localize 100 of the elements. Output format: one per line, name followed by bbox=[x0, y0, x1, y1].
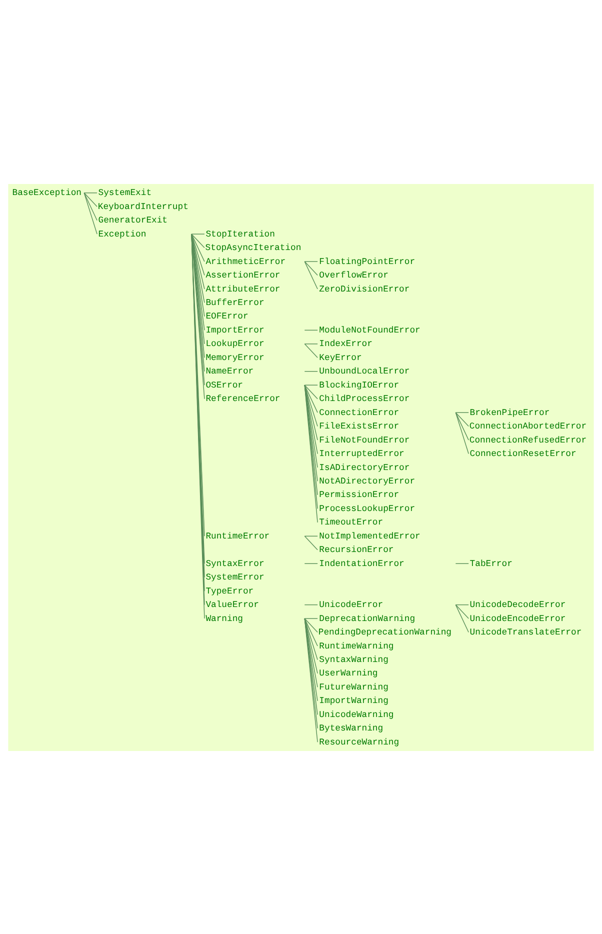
node-text: ReferenceError bbox=[206, 394, 280, 404]
node-text: ConnectionError bbox=[319, 407, 400, 418]
node-text: AssertionError bbox=[206, 270, 280, 280]
node-text: RecursionError bbox=[319, 544, 394, 555]
connector bbox=[455, 604, 469, 632]
node-text: EOFError bbox=[206, 311, 248, 322]
node-text: InterruptedError bbox=[319, 448, 404, 459]
node-text: ModuleNotFoundError bbox=[319, 324, 420, 335]
node-text: OverflowError bbox=[319, 270, 388, 280]
node-text: SyntaxWarning bbox=[319, 654, 388, 664]
node-text: TabError bbox=[470, 558, 512, 568]
node-text: ImportWarning bbox=[319, 696, 388, 706]
node-text: BaseException bbox=[12, 188, 82, 198]
node-text: OSError bbox=[206, 380, 243, 390]
connector bbox=[304, 384, 318, 385]
node-text: LookupError bbox=[206, 338, 264, 349]
node-text: IndentationError bbox=[319, 558, 404, 568]
connector bbox=[84, 192, 98, 234]
connector bbox=[191, 233, 205, 234]
connector bbox=[455, 412, 469, 426]
connector bbox=[304, 535, 318, 536]
connector bbox=[304, 604, 318, 605]
node-text: ConnectionResetError bbox=[470, 448, 576, 459]
node-text: Exception bbox=[98, 228, 146, 239]
node-text: StopAsyncIteration bbox=[205, 242, 302, 253]
node-text: BytesWarning bbox=[319, 723, 384, 734]
node-text: KeyError bbox=[319, 352, 362, 362]
connector bbox=[304, 384, 318, 426]
node-text: MemoryError bbox=[206, 352, 264, 362]
node-text: BrokenPipeError bbox=[470, 407, 550, 418]
connector bbox=[304, 384, 318, 399]
connector bbox=[304, 260, 318, 262]
node-text: UnicodeTranslateError bbox=[470, 627, 582, 638]
connector bbox=[304, 260, 318, 289]
node-text: IndexError bbox=[319, 338, 372, 349]
node-text: FileExistsError bbox=[319, 421, 400, 432]
node-text: ImportError bbox=[206, 324, 264, 335]
node-text: UnboundLocalError bbox=[319, 366, 410, 376]
connector bbox=[304, 618, 318, 632]
node-text: SyntaxError bbox=[206, 558, 264, 568]
node-text: TypeError bbox=[206, 586, 254, 596]
node-text: Warning bbox=[206, 613, 243, 624]
connector bbox=[304, 370, 318, 372]
node-text: FileNotFoundError bbox=[319, 434, 410, 445]
node-text: UnicodeError bbox=[319, 600, 384, 610]
connector bbox=[304, 384, 318, 440]
connector bbox=[304, 384, 318, 412]
connector bbox=[304, 535, 318, 550]
connector bbox=[455, 412, 469, 454]
node-text: NameError bbox=[206, 366, 254, 376]
connector bbox=[455, 604, 469, 618]
node-text: NotImplementedError bbox=[319, 530, 420, 541]
node-text: ConnectionAbortedError bbox=[469, 421, 587, 432]
connector bbox=[304, 618, 318, 688]
node-text: PendingDeprecationWarning bbox=[318, 627, 452, 638]
connector bbox=[304, 343, 318, 344]
node-text: BlockingIOError bbox=[319, 380, 400, 390]
connector bbox=[304, 260, 318, 276]
connector bbox=[304, 329, 318, 330]
node-text: ProcessLookupError bbox=[319, 503, 416, 514]
node-text: SystemError bbox=[206, 572, 264, 582]
connector bbox=[84, 192, 98, 220]
node-text: UnicodeDecodeError bbox=[470, 600, 566, 610]
node-text: KeyboardInterrupt bbox=[98, 201, 188, 212]
node-text: BufferError bbox=[206, 297, 264, 308]
node-text: AttributeError bbox=[206, 284, 280, 294]
connector bbox=[455, 562, 469, 564]
connector bbox=[304, 618, 318, 646]
node-text: ArithmeticError bbox=[206, 256, 286, 266]
node-text: UnicodeWarning bbox=[319, 709, 394, 720]
connector bbox=[304, 618, 318, 674]
connector bbox=[191, 233, 205, 262]
node-text: UnicodeEncodeError bbox=[470, 613, 566, 624]
connector bbox=[455, 604, 469, 605]
node-text: NotADirectoryError bbox=[319, 476, 416, 486]
node-text: RuntimeWarning bbox=[319, 640, 394, 651]
node-text: IsADirectoryError bbox=[319, 462, 410, 472]
node-text: ValueError bbox=[206, 600, 259, 610]
connector bbox=[84, 192, 98, 206]
connector bbox=[304, 384, 318, 454]
node-text: ZeroDivisionError bbox=[319, 284, 410, 294]
connector bbox=[191, 233, 205, 248]
connector bbox=[455, 412, 469, 440]
node-text: ChildProcessError bbox=[319, 394, 410, 404]
connector bbox=[191, 233, 205, 289]
node-text: UserWarning bbox=[319, 668, 378, 678]
node-text: ConnectionRefusedError bbox=[469, 434, 587, 445]
node-text: ResourceWarning bbox=[319, 736, 400, 747]
connector bbox=[191, 233, 205, 303]
connector bbox=[304, 562, 318, 564]
node-text: PermissionError bbox=[319, 490, 400, 500]
connector bbox=[191, 233, 205, 276]
node-text: FutureWarning bbox=[319, 682, 388, 692]
node-text: DeprecationWarning bbox=[319, 613, 416, 624]
node-text: GeneratorExit bbox=[98, 215, 168, 226]
node-text: StopIteration bbox=[206, 228, 275, 239]
connector bbox=[304, 618, 318, 660]
node-text: FloatingPointError bbox=[319, 256, 416, 266]
node-text: SystemExit bbox=[98, 188, 152, 198]
connector bbox=[304, 343, 318, 358]
